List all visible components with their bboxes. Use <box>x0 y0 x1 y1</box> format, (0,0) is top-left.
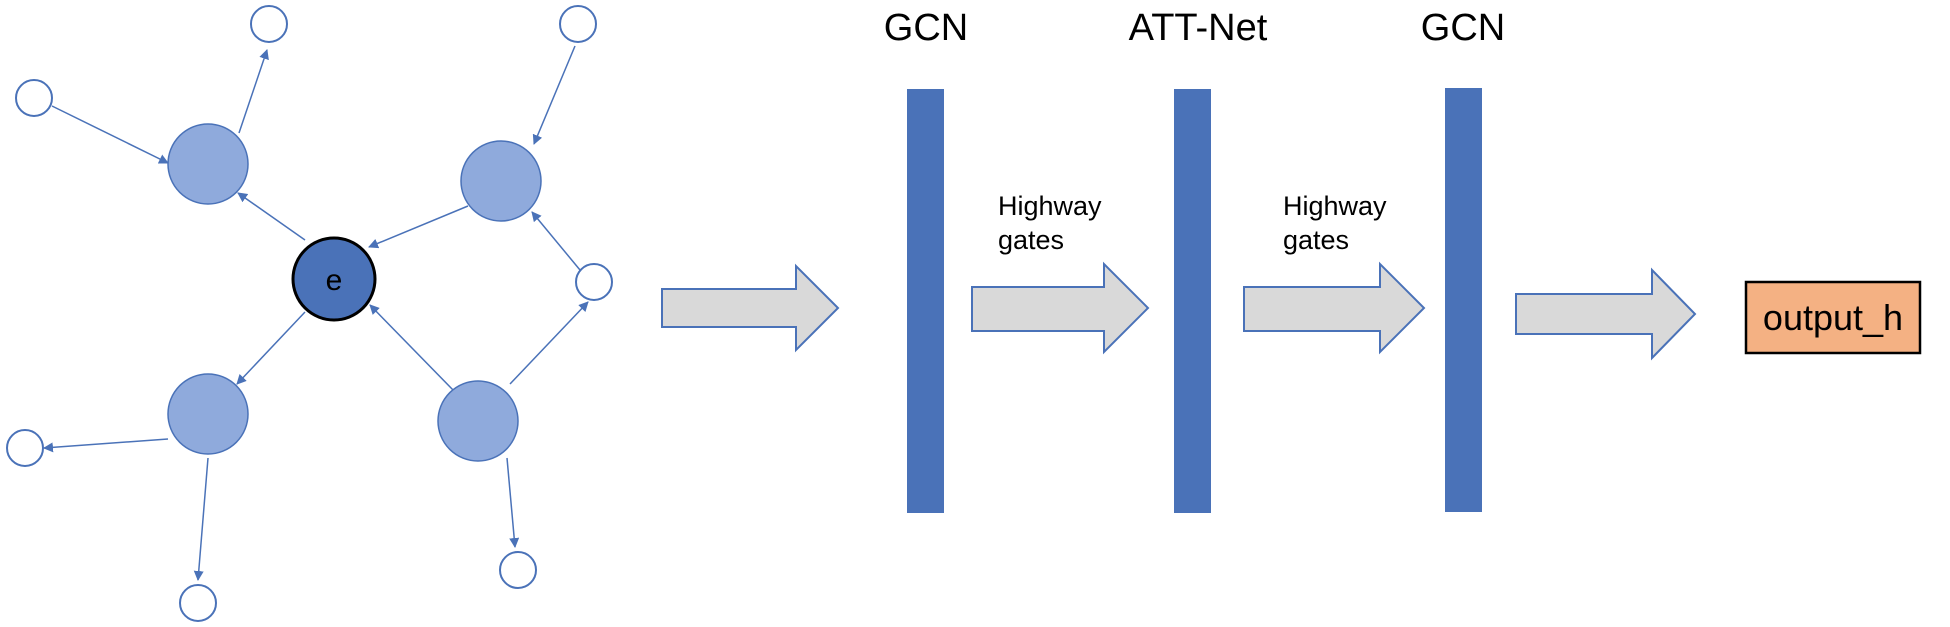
edge-e-to-topleft <box>237 192 306 241</box>
layer-label-att-net: ATT-Net <box>1129 7 1268 49</box>
center-node-e <box>291 236 377 322</box>
neighbor-node-topleft <box>167 123 249 205</box>
neighbor-node-topright <box>460 140 542 222</box>
outer-node-top-left <box>250 5 288 43</box>
outer-node-bottom-left <box>179 584 217 622</box>
edge-outer-to-topleft <box>51 105 169 164</box>
neighbor-node-bottomright <box>437 380 519 462</box>
gate-label-2: Highway gates <box>1283 191 1394 255</box>
edge-outer-to-topright <box>532 45 576 145</box>
gate-label-1-line1: Highway <box>998 191 1102 221</box>
graph-nodes: e <box>6 5 613 622</box>
layer-bar-att-net <box>1174 89 1211 513</box>
outer-node-bottom-right <box>499 551 537 589</box>
edge-outer-to-topright-lower <box>531 211 581 271</box>
gate-label-1: Highway gates <box>998 191 1109 255</box>
edge-bottomright-to-e <box>369 304 455 392</box>
layer-bar-gcn-2 <box>1445 88 1482 512</box>
neighbor-node-bottomleft <box>167 373 249 455</box>
outer-node-top-right <box>559 5 597 43</box>
output-label: output_h <box>1763 297 1903 338</box>
gate-label-2-line1: Highway <box>1283 191 1387 221</box>
edge-topright-to-e <box>368 205 469 249</box>
output-box: output_h <box>1744 280 1922 355</box>
edge-bottomright-to-outer-right <box>509 301 589 385</box>
gate-label-1-line2: gates <box>998 225 1064 255</box>
outer-node-left-lower <box>6 429 44 467</box>
edge-topleft-to-outer-top <box>238 49 269 134</box>
edge-e-to-bottomleft <box>236 311 306 385</box>
gate-labels: Highway gates Highway gates <box>998 191 1394 255</box>
layer-bars <box>907 88 1482 513</box>
arrow-gcn-to-output <box>1515 267 1697 361</box>
edge-bottomleft-to-outer-bottom <box>193 457 209 581</box>
layer-label-gcn-1: GCN <box>884 7 968 49</box>
layer-label-gcn-2: GCN <box>1421 7 1505 49</box>
layer-labels: GCN ATT-Net GCN <box>884 7 1505 49</box>
edge-bottomright-to-outer-bottom <box>506 457 520 548</box>
arrow-gcn-to-attnet <box>971 261 1150 355</box>
center-node-label: e <box>326 264 343 297</box>
arrow-attnet-to-gcn <box>1243 261 1426 355</box>
arrow-graph-to-gcn <box>661 263 840 353</box>
edge-bottomleft-to-outer-left <box>43 438 169 453</box>
outer-node-right-middle <box>575 263 613 301</box>
layer-bar-gcn-1 <box>907 89 944 513</box>
output-box-rect <box>1744 280 1922 355</box>
flow-arrows <box>661 261 1697 361</box>
graph-edges <box>43 45 589 581</box>
gate-label-2-line2: gates <box>1283 225 1349 255</box>
outer-node-left-upper <box>15 79 53 117</box>
